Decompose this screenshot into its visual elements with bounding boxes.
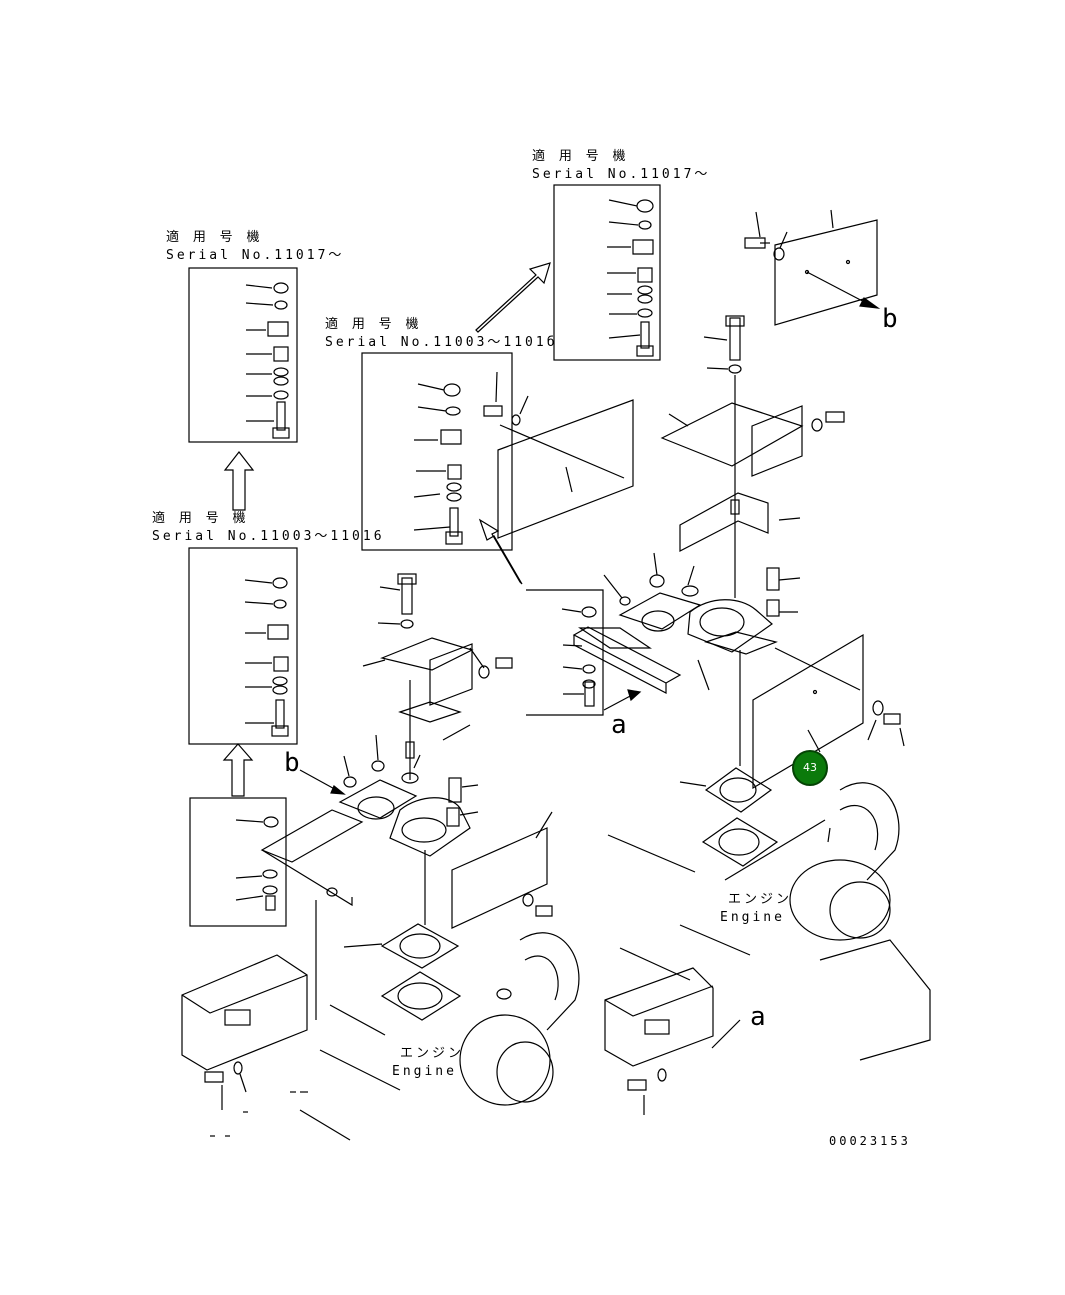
cover-plate-middle-top (483, 371, 634, 539)
leader-lines (210, 552, 905, 1141)
up-arrow-left (223, 451, 255, 511)
hardware-kit-box-11003-left (188, 547, 298, 745)
left-top-box-serial-label: Serial No.11017～ (166, 248, 345, 263)
flange-plate-left-middle (380, 573, 513, 780)
exhaust-elbow-right (618, 567, 861, 691)
view-label-a-right: a (750, 1002, 766, 1032)
top-box-applicable-label: 適 用 号 機 (532, 149, 629, 164)
left-middle-box-serial-label: Serial No.11003～11016 (152, 529, 385, 544)
bracket-detail-box (526, 589, 682, 716)
turbo-assembly-left (319, 923, 580, 1106)
drawing-number: 00023153 (829, 1134, 911, 1148)
view-label-a-middle: a (611, 710, 627, 740)
cover-plate-left (451, 827, 553, 929)
left-middle-box-applicable-label: 適 用 号 機 (152, 511, 249, 526)
cover-plate-top-right (744, 209, 881, 326)
exhaust-elbow-left (260, 760, 471, 925)
callout-badge-43[interactable]: 43 (792, 750, 828, 786)
engine-jp-label-right: エンジン (728, 892, 793, 907)
up-arrow-left-lower (222, 743, 254, 797)
middle-box-applicable-label: 適 用 号 機 (325, 317, 422, 332)
engine-en-label-left: Engine (392, 1064, 457, 1079)
mounting-bracket-right-base (604, 967, 741, 1115)
turbo-assembly-right (701, 767, 931, 1061)
view-label-b-top: b (882, 304, 898, 334)
view-label-b-left: b (284, 748, 300, 778)
left-top-box-applicable-label: 適 用 号 機 (166, 230, 263, 245)
engine-en-label-right: Engine (720, 910, 785, 925)
engine-jp-label-left: エンジン (400, 1046, 465, 1061)
hardware-kit-box-11017-top (553, 184, 661, 361)
view-arrow-a-upper (603, 693, 635, 711)
mounting-bracket-left-base (181, 900, 317, 1110)
flange-plate-top-right (660, 315, 845, 598)
hardware-kit-box-11017-left (188, 267, 298, 443)
hardware-kit-box-left-bottom (189, 797, 287, 927)
hardware-kit-box-11003-middle (361, 352, 513, 551)
top-box-serial-label: Serial No.11017～ (532, 167, 711, 182)
cover-plate-right (739, 633, 901, 790)
middle-box-serial-label: Serial No.11003～1101б (325, 335, 558, 350)
arrow-to-middle-box (478, 518, 523, 585)
arrow-to-top-box (475, 262, 551, 333)
